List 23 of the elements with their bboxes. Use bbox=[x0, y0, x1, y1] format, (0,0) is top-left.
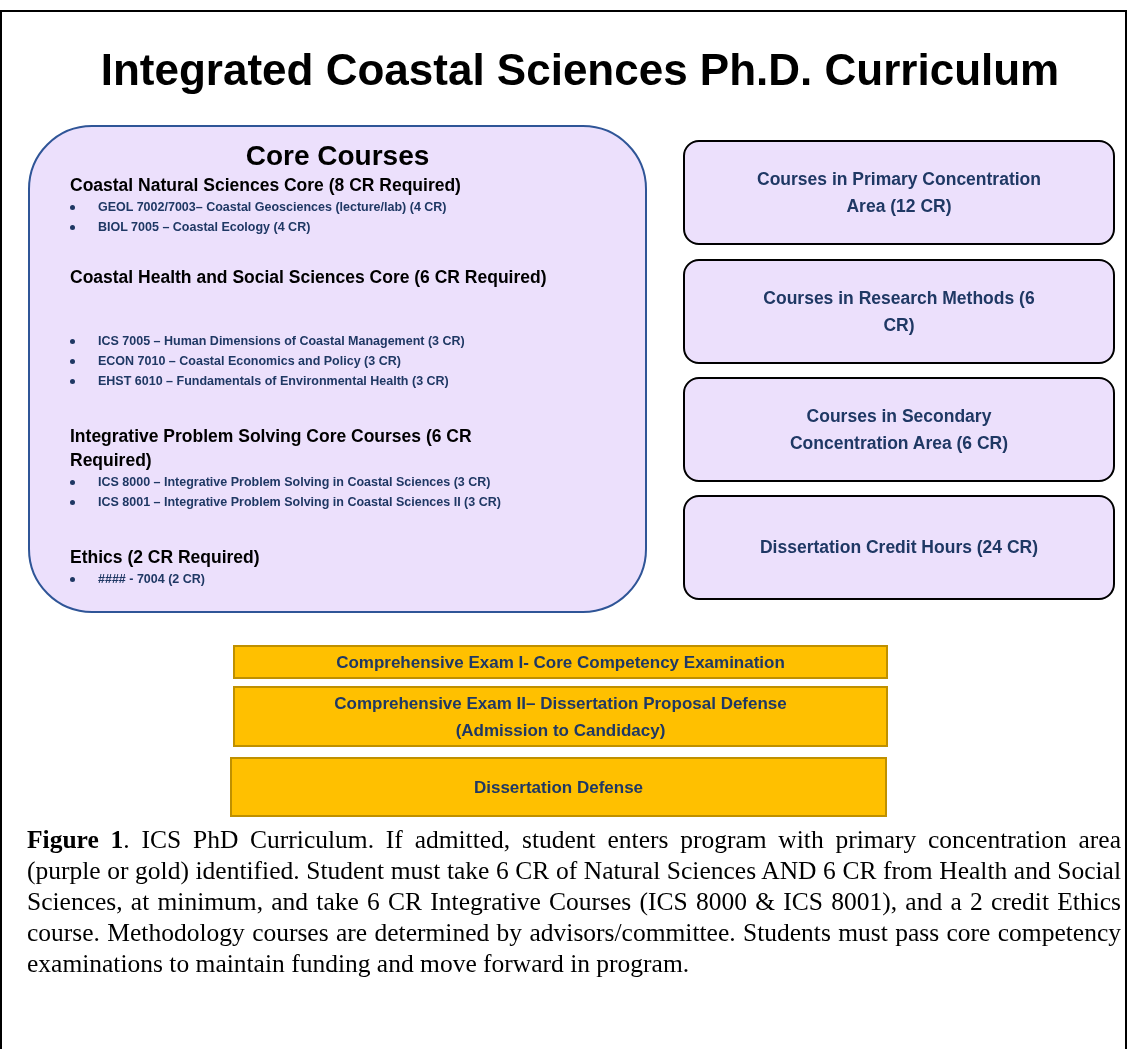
figure-caption: Figure 1. ICS PhD Curriculum. If admitted, student enters program with primary concentration area (purple or gold) identified. Student must take 6 CR of Natural Sciences AND 6 CR from Health and Social Sciences, at minimum, and take 6 CR Integrative Courses (ICS 8000 & ICS 8001), and a 2 credit Ethics course. Methodology courses are determined by advisors/committee. Students must pass core competency examinations to maintain funding and move forward in program. bbox=[27, 824, 1121, 979]
course-block: Courses in Secondary Concentration Area (6 CR) bbox=[683, 377, 1115, 482]
course-block: Dissertation Credit Hours (24 CR) bbox=[683, 495, 1115, 600]
course-item: ICS 7005 – Human Dimensions of Coastal Management (3 CR) bbox=[70, 331, 621, 351]
course-block: Courses in Research Methods (6 CR) bbox=[683, 259, 1115, 364]
section-heading: Coastal Health and Social Sciences Core (6 CR Required) bbox=[70, 266, 548, 289]
box-heading: Core Courses bbox=[244, 139, 431, 173]
diagram-title: Integrated Coastal Sciences Ph.D. Curriculum bbox=[99, 44, 1061, 96]
course-item: EHST 6010 – Fundamentals of Environmental Health (3 CR) bbox=[70, 371, 621, 391]
section-heading: Coastal Natural Sciences Core (8 CR Required) bbox=[70, 174, 462, 197]
course-item: ECON 7010 – Coastal Economics and Policy (3 CR) bbox=[70, 351, 621, 371]
exam-bar: Comprehensive Exam II– Dissertation Proposal Defense (Admission to Candidacy) bbox=[233, 686, 888, 747]
course-item: #### - 7004 (2 CR) bbox=[70, 569, 621, 589]
section-heading: Ethics (2 CR Required) bbox=[70, 546, 261, 569]
exam-bar: Comprehensive Exam I- Core Competency Examination bbox=[233, 645, 888, 679]
course-item: ICS 8001 – Integrative Problem Solving in Coastal Sciences II (3 CR) bbox=[70, 492, 621, 512]
core-courses-box bbox=[28, 125, 647, 613]
course-item: BIOL 7005 – Coastal Ecology (4 CR) bbox=[70, 217, 621, 237]
exam-bar: Dissertation Defense bbox=[230, 757, 887, 817]
course-item: ICS 8000 – Integrative Problem Solving in Coastal Sciences (3 CR) bbox=[70, 472, 621, 492]
section-heading: Integrative Problem Solving Core Courses (6 CR Required) bbox=[70, 425, 473, 472]
course-block: Courses in Primary Concentration Area (12 CR) bbox=[683, 140, 1115, 245]
course-item: GEOL 7002/7003– Coastal Geosciences (lecture/lab) (4 CR) bbox=[70, 197, 621, 217]
